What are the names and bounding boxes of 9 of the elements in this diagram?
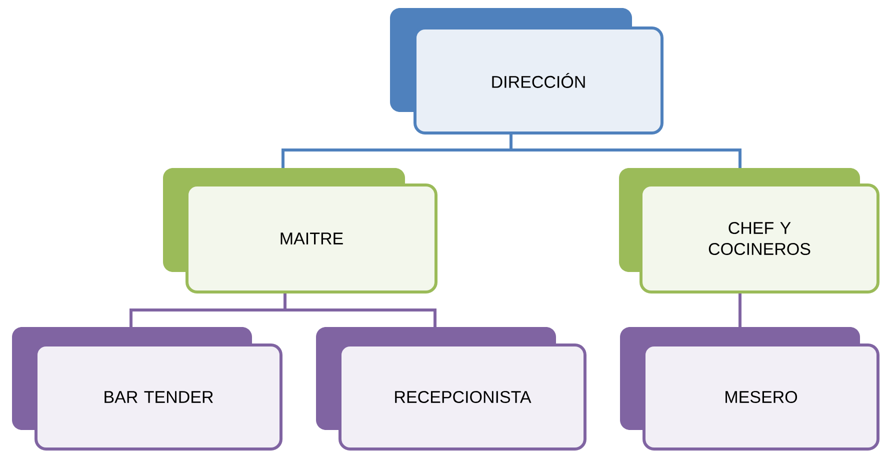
org-chart-box: MESERO xyxy=(620,327,880,450)
connector-line xyxy=(510,133,742,168)
org-chart-box: BAR TENDER xyxy=(12,327,282,450)
org-chart-box: CHEF Y COCINEROS xyxy=(619,168,880,294)
org-chart-box: RECEPCIONISTA xyxy=(316,327,586,450)
org-chart-box: DIRECCIÓN xyxy=(390,8,664,134)
connector-line xyxy=(284,292,436,327)
connector-line xyxy=(738,292,742,327)
org-chart-box: MAITRE xyxy=(163,168,438,294)
